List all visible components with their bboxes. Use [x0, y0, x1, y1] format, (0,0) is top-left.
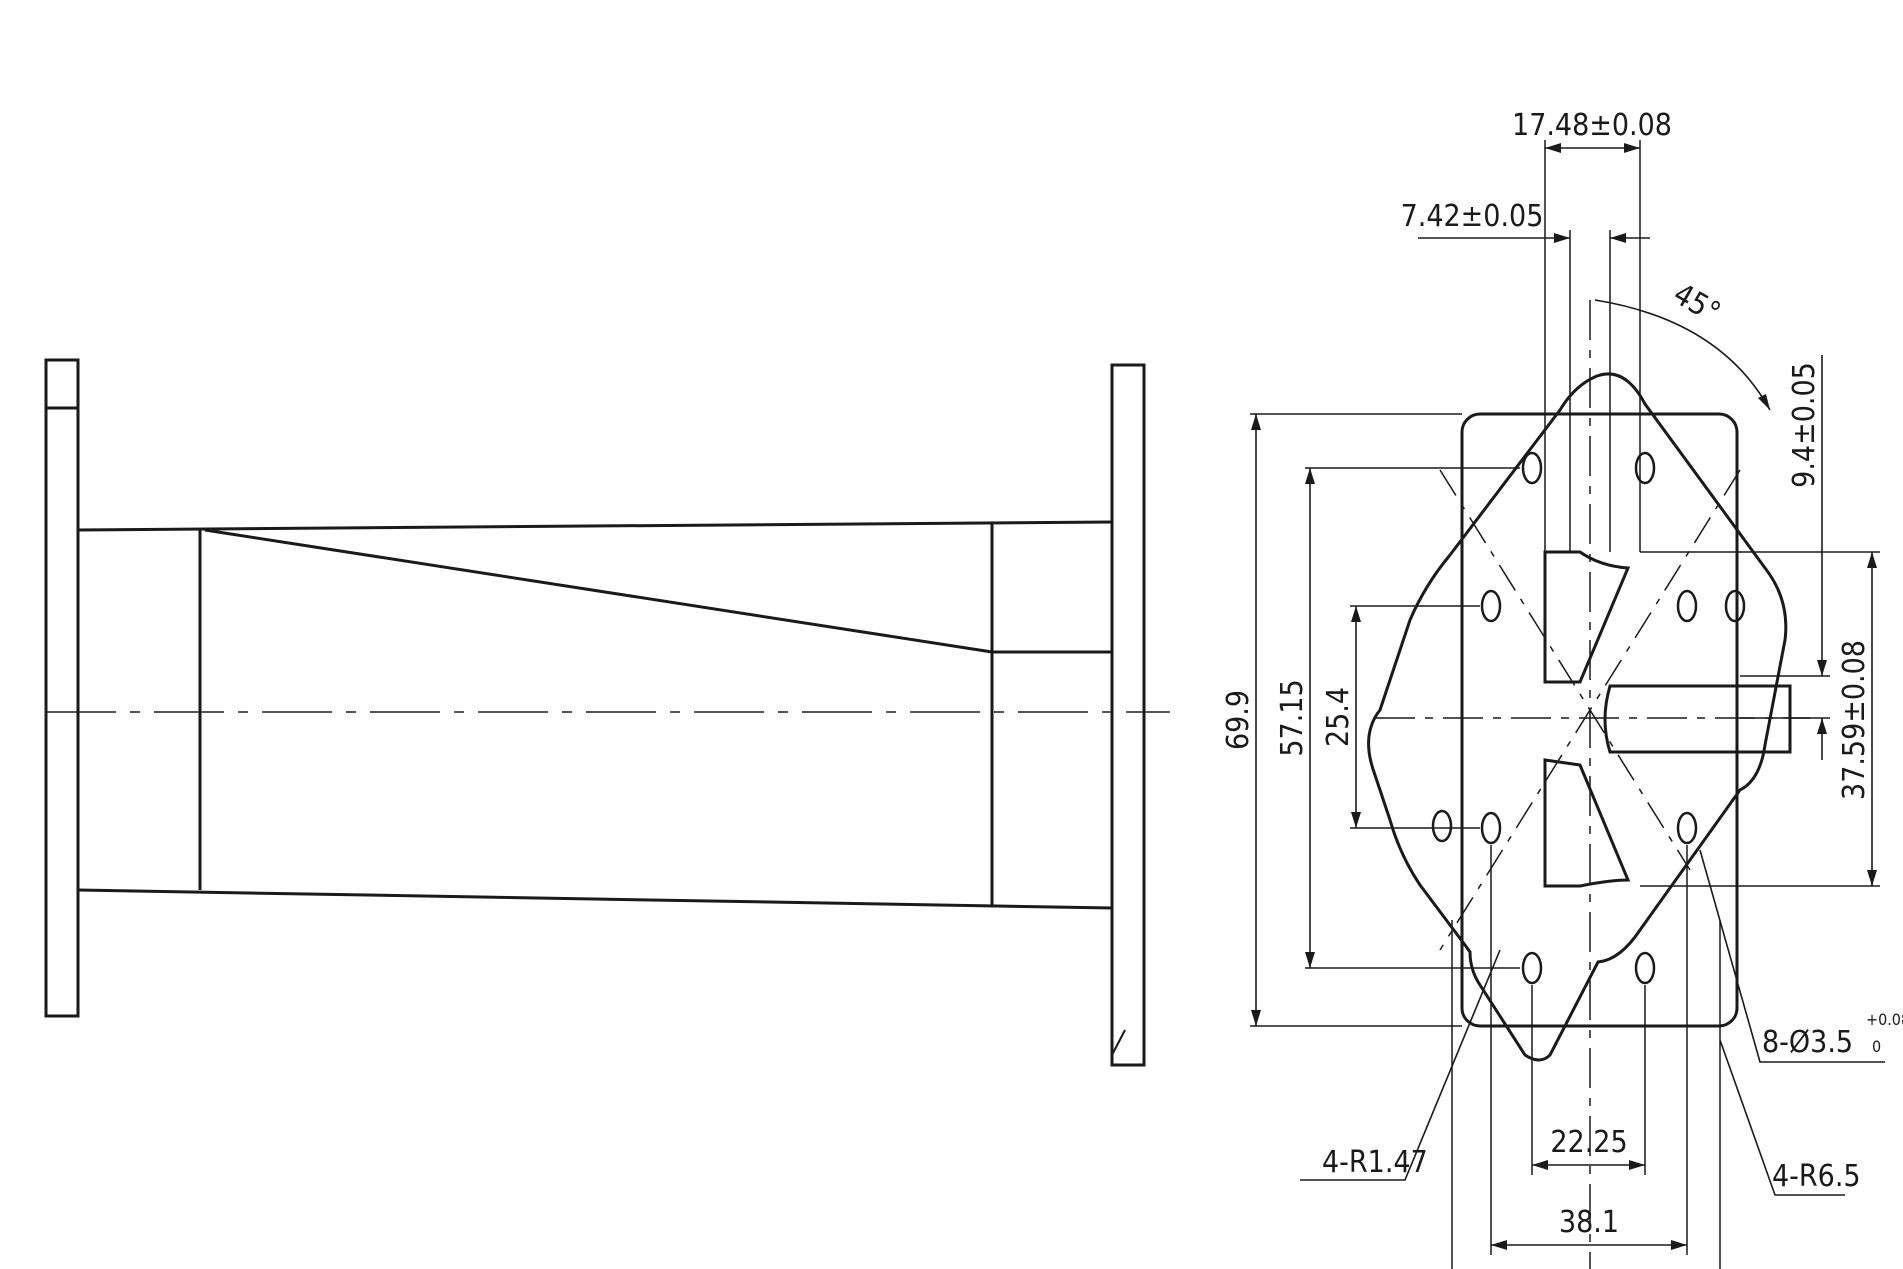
hole: [1431, 809, 1453, 843]
front-view: [1250, 140, 1880, 1269]
hole: [1521, 951, 1543, 985]
dim-cross-height: 37.59±0.08: [1837, 640, 1872, 800]
dim-slot-offset: 9.4±0.05: [1787, 362, 1822, 488]
square-plate: [1460, 412, 1739, 1028]
dimension-lines: [1255, 147, 1885, 1246]
hole: [1480, 811, 1502, 845]
leader-holes: [1699, 849, 1885, 1063]
body-top-edge: [77, 520, 1113, 532]
hole: [1676, 811, 1698, 845]
side-view: [44, 358, 1170, 1067]
hole: [1521, 451, 1543, 485]
dim-inner-hole-spacing: 25.4: [1321, 687, 1356, 747]
callout-holes-tol-lower: 0: [1872, 1037, 1881, 1056]
flange-outline: [1367, 372, 1788, 1062]
leader-r147: [1300, 949, 1501, 1181]
arrowheads: [1251, 143, 1877, 1250]
dim-slot-width: 7.42±0.05: [1401, 199, 1544, 234]
right-flange: [1110, 363, 1146, 1067]
taper-ridge: [204, 528, 993, 654]
mounting-holes: [1431, 451, 1746, 985]
dim-slot-outer-width: 17.48±0.08: [1512, 108, 1672, 143]
callout-corner-radius-small: 4-R1.47: [1322, 1145, 1428, 1180]
hole: [1724, 589, 1746, 623]
hole: [1634, 951, 1656, 985]
ridge-slot: [1543, 550, 1631, 684]
dim-rotation-angle: 45°: [1667, 277, 1726, 331]
dim-hole-spacing-horizontal: 22.25: [1550, 1125, 1627, 1160]
dim-hole-spacing-vertical: 57.15: [1275, 679, 1310, 756]
dim-overall-height: 69.9: [1221, 690, 1256, 750]
leader-r65: [1719, 1039, 1845, 1196]
callout-holes: 8-Ø3.5: [1762, 1025, 1853, 1060]
callout-corner-radius-large: 4-R6.5: [1772, 1159, 1861, 1194]
dimension-labels: 69.9 57.15 25.4 37.59±0.08 9.4±0.05 17.4…: [1221, 108, 1903, 1240]
dim-outer-hole-spacing: 38.1: [1559, 1205, 1619, 1240]
callout-holes-tol-upper: +0.08: [1866, 1010, 1903, 1029]
left-flange-lip: [44, 358, 80, 410]
hole: [1676, 589, 1698, 623]
body-bottom-edge: [77, 888, 1113, 910]
hole: [1634, 451, 1656, 485]
hole: [1480, 589, 1502, 623]
